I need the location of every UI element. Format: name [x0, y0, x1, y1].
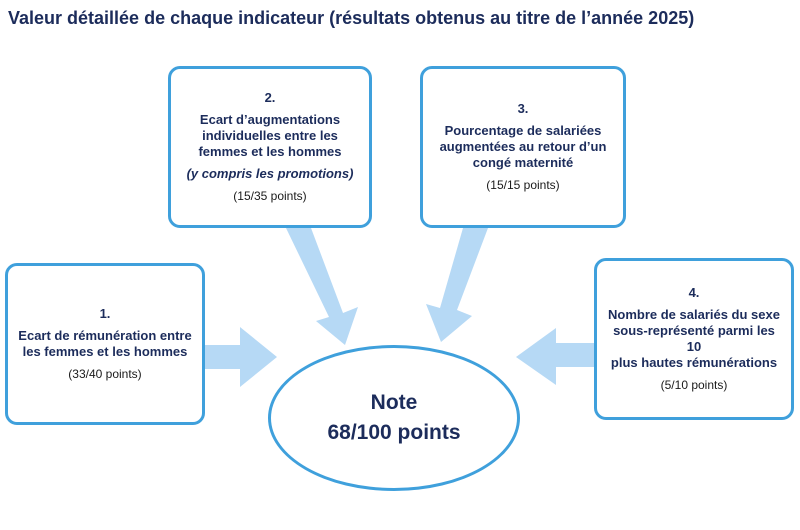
note-value: 68/100 points	[327, 421, 461, 444]
indicator-3-box: 3. Pourcentage de salariées augmentées a…	[420, 66, 626, 228]
indicator-points: (33/40 points)	[68, 367, 142, 381]
indicator-points: (15/15 points)	[486, 178, 560, 192]
indicator-number: 1.	[99, 306, 111, 321]
indicator-heading-line: augmentées au retour d’un	[439, 139, 607, 154]
indicator-heading-line: Pourcentage de salariées	[444, 123, 602, 138]
arrow-from-indicator-4	[516, 328, 594, 385]
indicator-subheading: (y compris les promotions)	[186, 166, 354, 181]
indicator-heading-line: congé maternité	[472, 155, 574, 170]
indicator-4-box: 4. Nombre de salariés du sexe sous-repré…	[594, 258, 794, 420]
indicator-points: (15/35 points)	[233, 189, 307, 203]
indicator-points: (5/10 points)	[660, 378, 728, 392]
indicator-heading-line: Ecart de rémunération entre	[18, 328, 192, 343]
page-title: Valeur détaillée de chaque indicateur (r…	[8, 8, 695, 28]
indicator-2-box: 2. Ecart d’augmentations individuelles e…	[168, 66, 372, 228]
indicator-number: 2.	[264, 90, 276, 105]
indicator-heading-line: individuelles entre les	[202, 128, 338, 143]
arrow-from-indicator-1	[205, 327, 277, 387]
arrow-from-indicator-2	[286, 228, 358, 345]
indicator-heading-line: sous-représenté parmi les 10	[613, 323, 775, 354]
total-score-ellipse: Note 68/100 points	[268, 345, 520, 491]
indicator-heading-line: les femmes et les hommes	[22, 344, 188, 359]
indicator-1-box: 1. Ecart de rémunération entre les femme…	[5, 263, 205, 425]
indicator-number: 4.	[688, 285, 700, 300]
indicator-number: 3.	[517, 101, 529, 116]
indicator-heading-line: femmes et les hommes	[198, 144, 342, 159]
indicator-heading-line: plus hautes rémunérations	[610, 355, 778, 370]
indicator-heading-line: Nombre de salariés du sexe	[608, 307, 780, 322]
arrow-from-indicator-3	[426, 228, 488, 342]
note-label: Note	[370, 391, 418, 414]
indicator-heading-line: Ecart d’augmentations	[199, 112, 341, 127]
